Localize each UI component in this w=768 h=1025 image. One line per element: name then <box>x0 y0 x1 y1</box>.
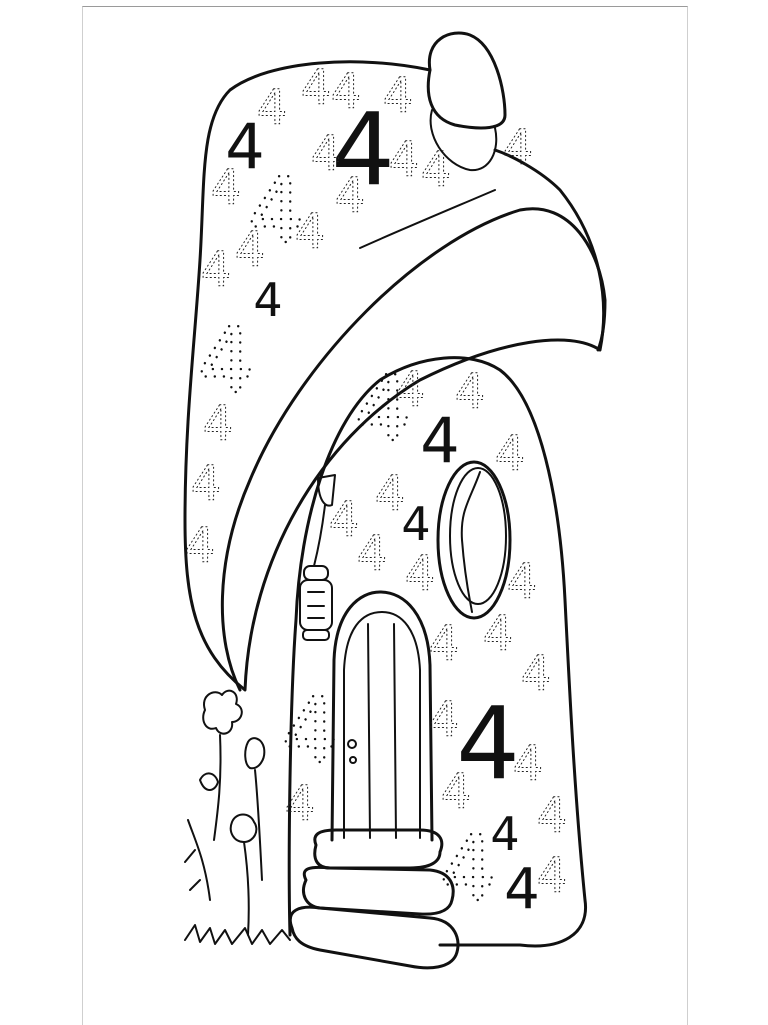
lantern-icon <box>299 565 333 641</box>
cap-inner-curve <box>359 189 496 249</box>
door-planks <box>367 623 397 839</box>
dotted-trace-digit-4: 4 <box>429 616 460 672</box>
dotted-trace-digit-4: 4 <box>421 142 452 198</box>
solid-digit-4: 4 <box>401 497 430 551</box>
dotted-trace-digit-4-large: 4 <box>439 817 496 922</box>
lantern-bracket <box>313 474 336 567</box>
mushroom-knob-base <box>429 109 498 172</box>
dotted-trace-digit-4: 4 <box>211 160 242 216</box>
dotted-trace-digit-4: 4 <box>429 692 460 748</box>
solid-digit-4: 4 <box>456 685 520 802</box>
worksheet-page <box>82 6 688 1025</box>
solid-digit-4: 4 <box>253 273 282 327</box>
dotted-trace-digit-4: 4 <box>185 518 216 574</box>
window-curtain <box>460 471 481 613</box>
solid-digit-4: 4 <box>420 404 459 477</box>
dotted-trace-digit-4: 4 <box>331 64 362 120</box>
dotted-trace-digit-4: 4 <box>257 80 288 136</box>
dotted-trace-digit-4: 4 <box>455 364 486 420</box>
dotted-trace-digit-4: 4 <box>201 242 232 298</box>
door-handle-keyhole <box>347 739 357 764</box>
dotted-trace-digit-4: 4 <box>507 554 538 610</box>
dotted-trace-digit-4: 4 <box>235 222 266 278</box>
dotted-trace-digit-4: 4 <box>375 466 406 522</box>
dotted-trace-digit-4: 4 <box>521 646 552 702</box>
dotted-trace-digit-4: 4 <box>537 788 568 844</box>
door-panel <box>343 611 421 839</box>
dotted-trace-digit-4: 4 <box>203 396 234 452</box>
dotted-trace-digit-4: 4 <box>503 120 534 176</box>
solid-digit-4: 4 <box>331 91 395 208</box>
solid-digit-4: 4 <box>225 110 264 183</box>
dotted-trace-digit-4: 4 <box>357 526 388 582</box>
door-frame <box>330 590 434 842</box>
round-window-inner <box>449 467 507 605</box>
dotted-trace-digit-4-large: 4 <box>354 357 411 462</box>
dotted-trace-digit-4: 4 <box>483 606 514 662</box>
solid-digit-4: 4 <box>490 807 519 861</box>
dotted-trace-digit-4: 4 <box>311 126 342 182</box>
mushroom-cap-rim <box>220 207 607 692</box>
dotted-trace-digit-4: 4 <box>191 456 222 512</box>
mushroom-cap-knob <box>426 31 507 130</box>
dotted-trace-digit-4: 4 <box>285 776 316 832</box>
house-body-outline <box>287 356 588 948</box>
dotted-trace-digit-4: 4 <box>329 492 360 548</box>
dotted-trace-digit-4: 4 <box>301 60 332 116</box>
dotted-trace-digit-4: 4 <box>395 362 426 418</box>
dotted-trace-digit-4: 4 <box>495 426 526 482</box>
flowers-and-grass <box>184 689 291 945</box>
dotted-trace-digit-4: 4 <box>389 132 420 188</box>
dotted-trace-digit-4: 4 <box>513 736 544 792</box>
dotted-trace-digit-4: 4 <box>383 68 414 124</box>
dotted-trace-digit-4-large: 4 <box>197 309 254 414</box>
solid-digit-4: 4 <box>504 857 540 922</box>
dotted-trace-digit-4: 4 <box>295 204 326 260</box>
dotted-trace-digit-4-large: 4 <box>247 159 304 264</box>
dotted-trace-digit-4: 4 <box>441 764 472 820</box>
dotted-trace-digit-4: 4 <box>405 546 436 602</box>
door-steps <box>288 828 460 970</box>
dotted-trace-digit-4: 4 <box>335 168 366 224</box>
dotted-trace-digit-4: 4 <box>537 848 568 904</box>
dotted-trace-digit-4-large: 4 <box>281 679 338 784</box>
round-window <box>436 460 512 620</box>
